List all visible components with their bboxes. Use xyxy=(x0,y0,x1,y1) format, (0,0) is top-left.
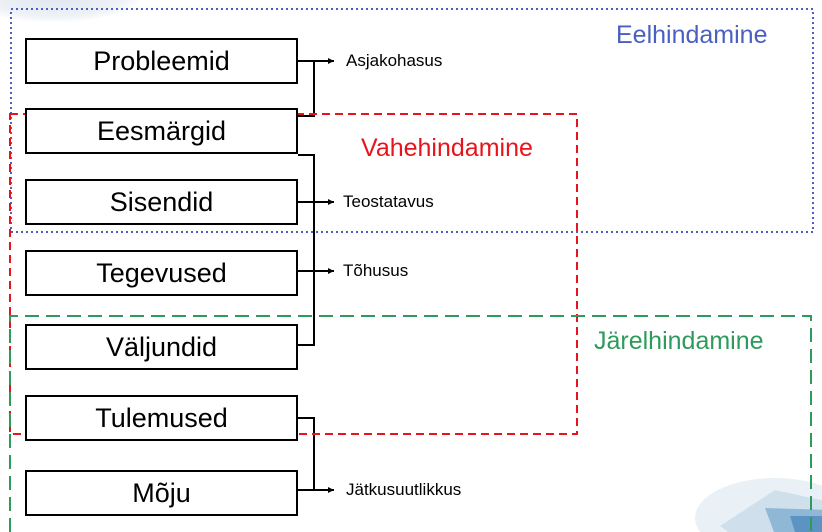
background-decoration-top-left xyxy=(0,0,140,22)
background-decoration-bottom-right xyxy=(695,478,822,532)
phase-label-jarelhindamine: Järelhindamine xyxy=(594,327,764,355)
criterion-teostatavus: Teostatavus xyxy=(343,192,434,211)
box-probleemid: Probleemid xyxy=(25,38,298,84)
criterion-jatkusuutlikkus: Jätkusuutlikkus xyxy=(346,480,462,499)
box-label: Tegevused xyxy=(96,257,227,288)
bracket-asjakohasus xyxy=(298,60,326,117)
box-label: Probleemid xyxy=(93,45,230,76)
box-label: Eesmärgid xyxy=(96,115,227,146)
box-tulemused: Tulemused xyxy=(25,395,298,441)
box-valjundid: Väljundid xyxy=(25,324,298,370)
bracket-jatkusuutlikkus xyxy=(298,417,315,491)
criterion-tohusus: Tõhusus xyxy=(343,261,409,280)
phase-frame-eelhindamine xyxy=(10,8,814,233)
box-label: Tulemused xyxy=(95,402,228,433)
box-label: Mõju xyxy=(132,477,191,508)
box-tegevused: Tegevused xyxy=(25,250,298,296)
box-label: Sisendid xyxy=(109,186,214,217)
bracket-tohusus xyxy=(298,201,314,272)
box-eesmargid: Eesmärgid xyxy=(25,108,298,154)
phase-label-eelhindamine: Eelhindamine xyxy=(616,21,768,49)
box-moju: Mõju xyxy=(25,470,298,516)
criterion-asjakohasus: Asjakohasus xyxy=(346,51,443,70)
phase-frame-jarelhindamine xyxy=(9,315,812,532)
bracket-teostatavus xyxy=(298,154,315,346)
box-label: Väljundid xyxy=(105,331,218,362)
box-sisendid: Sisendid xyxy=(25,179,298,225)
phase-label-vahehindamine: Vahehindamine xyxy=(361,134,533,162)
